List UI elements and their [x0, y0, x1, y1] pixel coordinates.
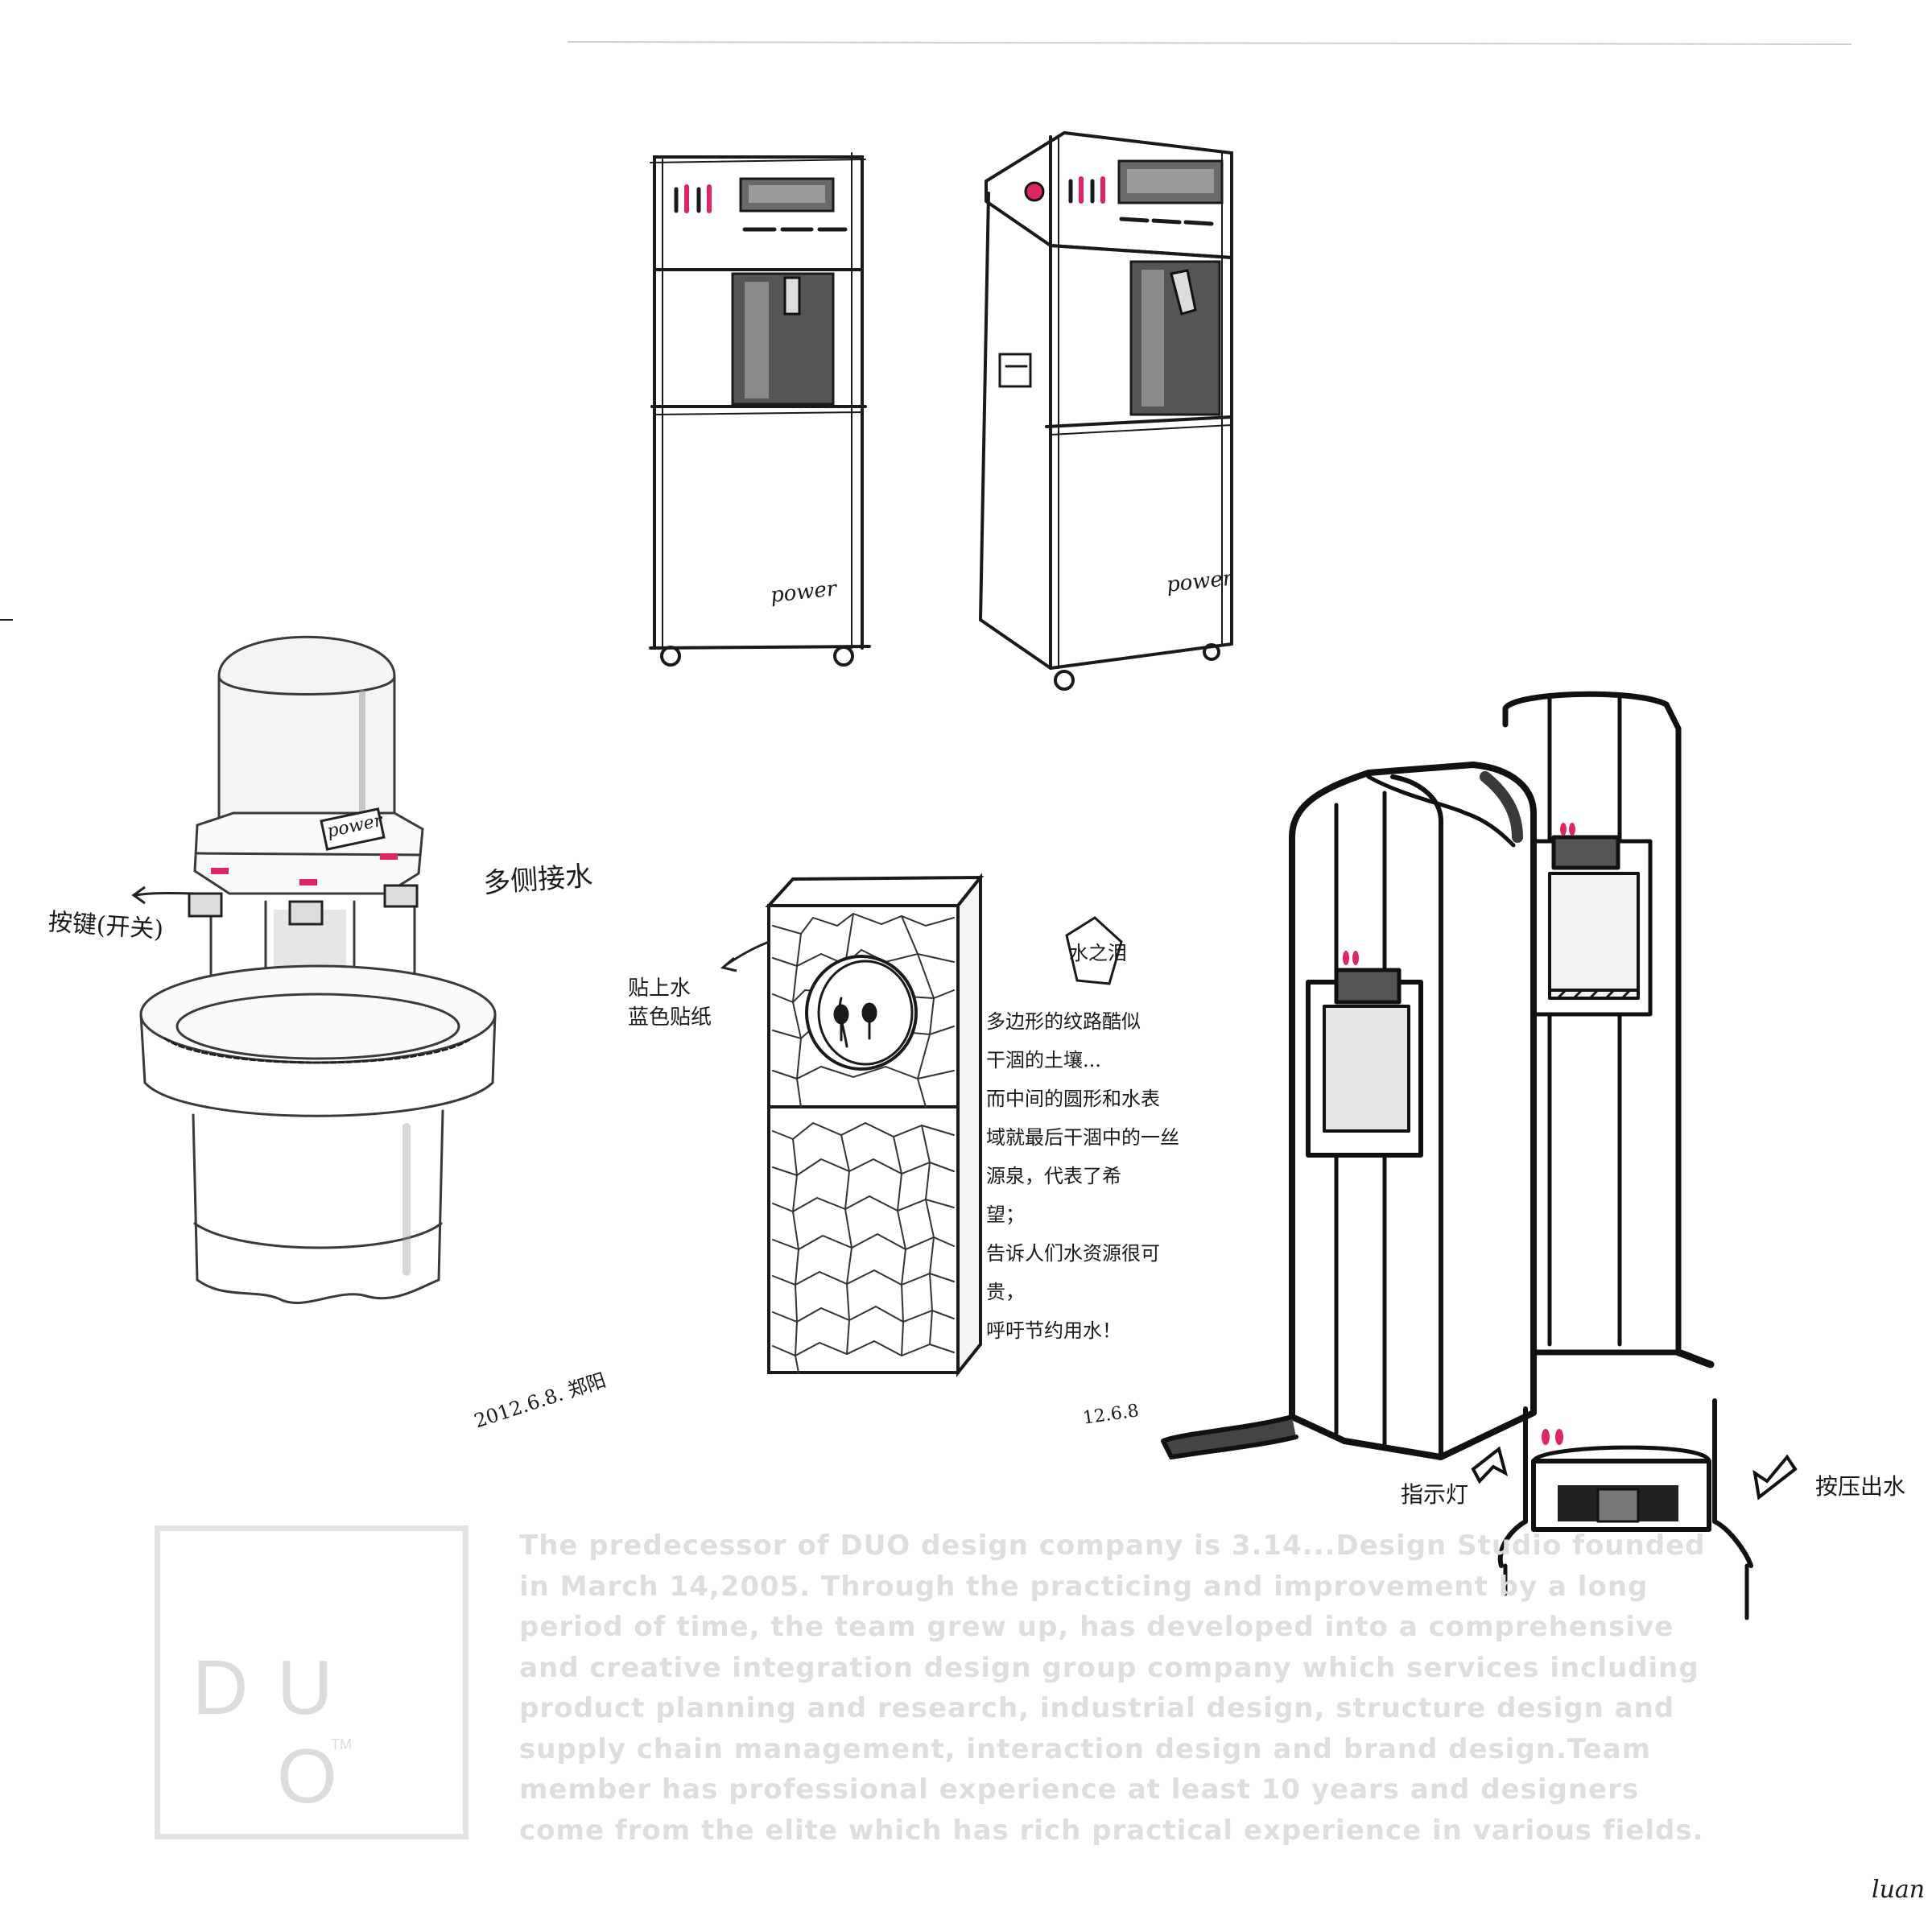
corner-signature: luan	[1872, 1876, 1926, 1904]
power-logo-side: power	[1166, 566, 1236, 597]
company-description: The predecessor of DUO design company is…	[519, 1525, 1727, 1851]
cylinder-dispenser-sketch	[139, 635, 497, 1304]
description-line: and creative integration design group co…	[519, 1651, 1699, 1684]
arrow-icon	[1752, 1454, 1798, 1501]
arrow-icon	[720, 940, 770, 972]
description-line: supply chain management, interaction des…	[519, 1732, 1652, 1765]
logo-letter-u: U	[277, 1645, 333, 1731]
description-line: period of time, the team grew up, has de…	[519, 1611, 1674, 1643]
arrow-icon	[1471, 1446, 1509, 1484]
note-indicator-light: 指示灯	[1401, 1481, 1469, 1508]
description-line: member has professional experience at le…	[519, 1773, 1640, 1806]
note-design-concept: 多边形的纹路酷似 干涸的土壤... 而中间的圆形和水表 域就最后干涸中的一丝 源…	[986, 1010, 1179, 1342]
logo-letter-d: D	[192, 1645, 249, 1731]
note-blue-sticker: 贴上水 蓝色贴纸	[628, 976, 712, 1030]
indicator-light-icon	[1343, 823, 1575, 1445]
cracked-block-sketch	[765, 873, 985, 1377]
logo-trademark: TM	[331, 1736, 352, 1752]
tower-dispensers-sketch	[1161, 691, 1753, 1620]
description-line: product planning and research, industria…	[519, 1692, 1675, 1724]
pentagon-label: 水之泪	[1069, 942, 1127, 964]
description-line: The predecessor of DUO design company is…	[519, 1530, 1706, 1562]
water-tear-badge	[1065, 916, 1123, 985]
note-multi-side-water: 多侧接水	[482, 860, 594, 900]
logo-letter-o: O	[277, 1733, 337, 1819]
side-dispenser-sketch	[979, 130, 1233, 691]
note-press-water: 按压出水	[1815, 1473, 1906, 1500]
front-dispenser-sketch	[649, 152, 871, 667]
duo-logo: D U O TM	[155, 1525, 469, 1839]
power-logo-front: power	[770, 576, 840, 608]
arrow-icon	[131, 886, 206, 905]
description-line: come from the elite which has rich pract…	[519, 1814, 1704, 1847]
description-line: in March 14,2005. Through the practicing…	[519, 1570, 1649, 1603]
